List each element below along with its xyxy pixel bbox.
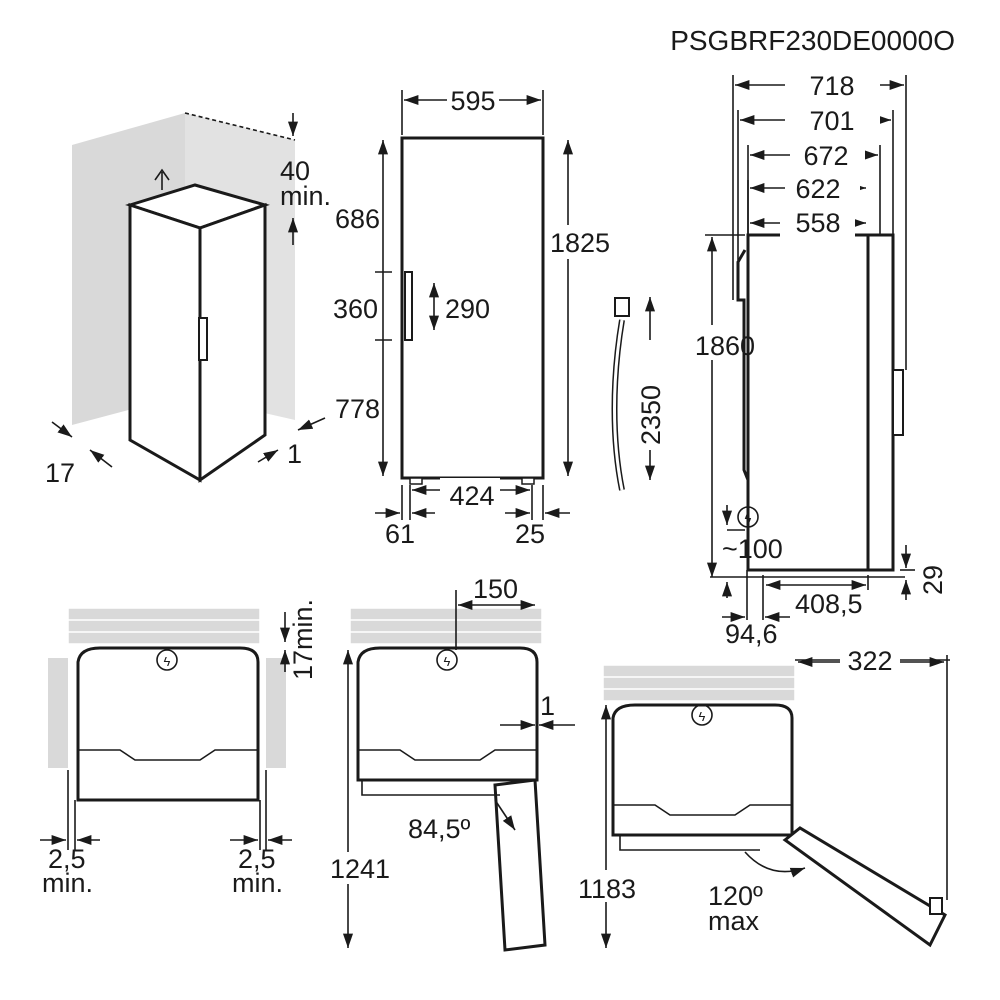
dimension-label: 290 (445, 294, 490, 324)
cable-view: 2350 (611, 297, 666, 491)
dimension-label: 150 (473, 574, 518, 604)
dimension-label: min. (42, 868, 93, 898)
side-view: 718 701 672 622 558 1860 ϟ ~100 29 408,5… (660, 70, 948, 649)
dimension-label: 120º (708, 881, 763, 911)
dimension-label: 2,5 (48, 844, 86, 874)
dimension-label: 94,6 (725, 619, 778, 649)
dimension-label: 701 (809, 106, 854, 136)
dimension-label: 360 (333, 294, 378, 324)
top-view-door-120: ϟ 322 1183 120º max (578, 645, 950, 948)
dimension-label: 29 (918, 565, 948, 595)
dimension-label: min. (232, 868, 283, 898)
svg-text:ϟ: ϟ (745, 511, 752, 526)
dimension-label: 2,5 (238, 844, 276, 874)
svg-text:ϟ: ϟ (444, 654, 451, 669)
dimension-label: 1 (287, 439, 302, 469)
dimension-label: 1825 (550, 228, 610, 258)
dimension-label: min. (280, 181, 331, 211)
dimension-label: 408,5 (795, 589, 863, 619)
dimension-label: 686 (335, 204, 380, 234)
dimension-label: 424 (449, 481, 494, 511)
dimension-label: 1241 (330, 854, 390, 884)
dimension-label: 2350 (636, 385, 666, 445)
dimension-label: 61 (385, 519, 415, 549)
dimension-label: 25 (515, 519, 545, 549)
dimension-label: ~100 (722, 534, 783, 564)
model-number: PSGBRF230DE0000O (670, 25, 955, 56)
dimension-label: 595 (450, 86, 495, 116)
dimension-label: 322 (847, 646, 892, 676)
dimension-label: 17 (45, 458, 75, 488)
dimension-label: 672 (803, 141, 848, 171)
dimension-label: 1183 (578, 874, 636, 904)
top-view-door-90: ϟ 150 1 1241 84,5º (330, 574, 575, 952)
dimension-label: 84,5º (408, 814, 471, 844)
dimension-label: 40 (280, 156, 310, 186)
dimension-label: 558 (795, 208, 840, 238)
dimension-label: 1860 (695, 331, 755, 361)
svg-text:ϟ: ϟ (164, 654, 171, 669)
dimension-label: 1 (540, 691, 555, 721)
corner-view: 40 min. 17 1 (45, 112, 331, 488)
front-view: 595 686 360 778 290 1825 424 61 25 (315, 86, 610, 549)
dimension-label: max (708, 906, 760, 936)
dimension-label: 778 (335, 394, 380, 424)
dimension-label: 622 (795, 174, 840, 204)
svg-text:ϟ: ϟ (699, 709, 706, 724)
dimension-label: 17min. (288, 599, 318, 680)
dimension-label: 718 (809, 71, 854, 101)
